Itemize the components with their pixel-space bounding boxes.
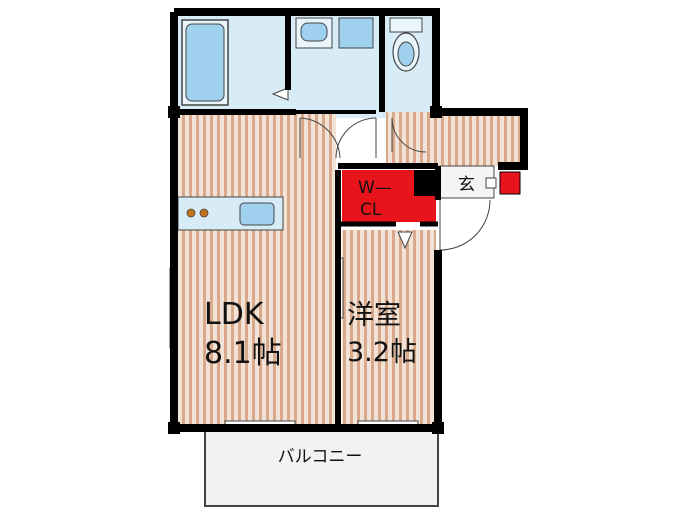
closet-label-line2: CL [360,200,382,220]
hallway [386,112,524,166]
toilet [389,17,423,72]
walls [170,8,528,432]
bathtub [181,19,229,106]
balcony-label: バルコニー [278,447,363,467]
columns [168,106,444,434]
walk-in-closet: W— CL [342,170,436,222]
western-room-label: 洋室 [347,300,401,331]
entrance: 玄 [439,165,521,251]
washbasin [295,17,333,49]
closet-label-line1: W— [358,178,392,198]
kitchen-counter [177,196,284,231]
balcony: バルコニー [204,427,439,507]
ldk-room: LDK 8.1帖 [174,112,336,428]
washing-machine [338,17,374,49]
western-room: 洋室 3.2帖 [342,230,436,428]
door-swings [271,87,427,250]
entrance-label: 玄 [458,175,475,195]
western-room-size: 3.2帖 [347,337,417,368]
ldk-label: LDK [204,297,265,332]
ldk-size: 8.1帖 [204,336,282,371]
